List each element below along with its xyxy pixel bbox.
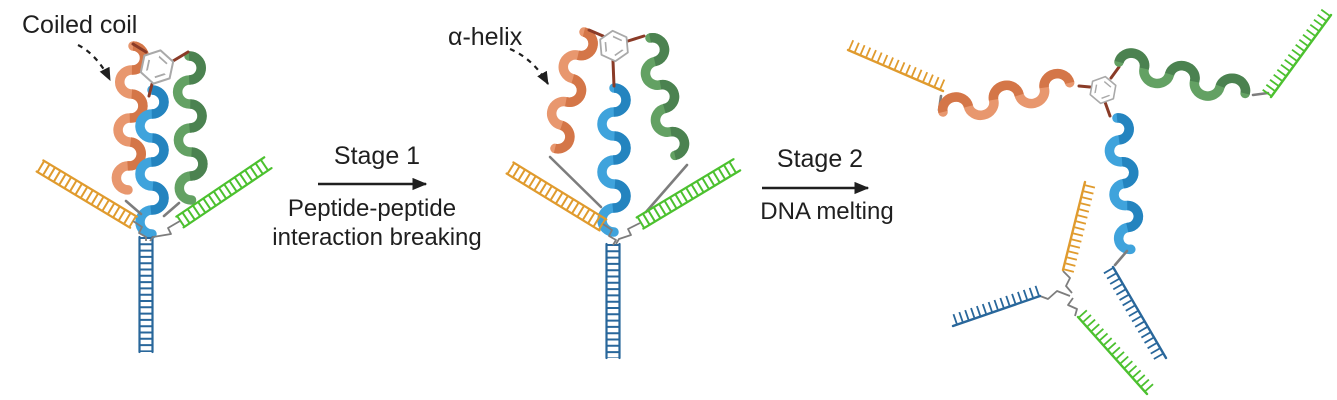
coiled-coil-label: Coiled coil — [22, 11, 137, 39]
panel-after-stage1: α-helix — [448, 23, 742, 360]
three-way-junction — [124, 199, 181, 242]
benzene-linker-core — [1077, 65, 1121, 118]
blue-dna-duplex — [605, 242, 621, 360]
alpha-helix-label: α-helix — [448, 23, 523, 51]
orange-alpha-helix — [940, 71, 1072, 124]
orange-dna-duplex — [35, 159, 138, 229]
stage1-caption-line2: interaction breaking — [272, 224, 481, 251]
green-alpha-helix — [177, 56, 204, 200]
green-alpha-helix — [1116, 50, 1248, 105]
melted-three-way-junction — [949, 180, 1156, 396]
benzene-linker-core — [587, 28, 646, 88]
benzene-ring-icon — [598, 28, 630, 64]
blue-alpha-helix — [1106, 117, 1142, 251]
stage2-caption: DNA melting — [760, 198, 893, 225]
green-helix-linker — [644, 163, 689, 214]
orange-helix-linker — [548, 155, 603, 209]
benzene-linker-core — [131, 42, 190, 98]
benzene-ring-icon — [1088, 73, 1118, 107]
green-ssdna-strand — [1262, 8, 1333, 99]
stage1-transition: Stage 1 Peptide-peptide interaction brea… — [272, 142, 481, 251]
stage2-title: Stage 2 — [777, 145, 863, 173]
green-strand-linker — [1251, 91, 1270, 97]
blue-ssdna-arm — [949, 285, 1042, 328]
alpha-helix-pointer-arrow-icon — [509, 47, 549, 85]
blue-strand-linker — [1113, 249, 1129, 267]
three-way-junction — [602, 222, 641, 246]
blue-ssdna-strand — [1103, 265, 1168, 364]
orange-ssdna-arm — [1061, 180, 1096, 273]
coiled-coil-pointer-arrow-icon — [77, 44, 111, 81]
green-dna-duplex — [175, 156, 273, 229]
blue-dna-duplex — [138, 235, 154, 354]
green-ssdna-arm — [1076, 309, 1156, 396]
stage2-transition: Stage 2 DNA melting — [760, 145, 893, 225]
stage1-caption-line1: Peptide-peptide — [288, 195, 456, 222]
stage1-title: Stage 1 — [334, 142, 420, 170]
panel-after-stage2 — [846, 8, 1333, 396]
green-alpha-helix — [638, 36, 686, 158]
blue-alpha-helix — [602, 88, 626, 232]
orange-ssdna-strand — [846, 39, 948, 93]
orange-alpha-helix — [543, 29, 595, 151]
green-dna-duplex — [635, 158, 742, 230]
orange-dna-duplex — [505, 161, 608, 232]
panel-assembled-structure: Coiled coil — [22, 11, 273, 354]
blue-alpha-helix — [140, 90, 164, 234]
